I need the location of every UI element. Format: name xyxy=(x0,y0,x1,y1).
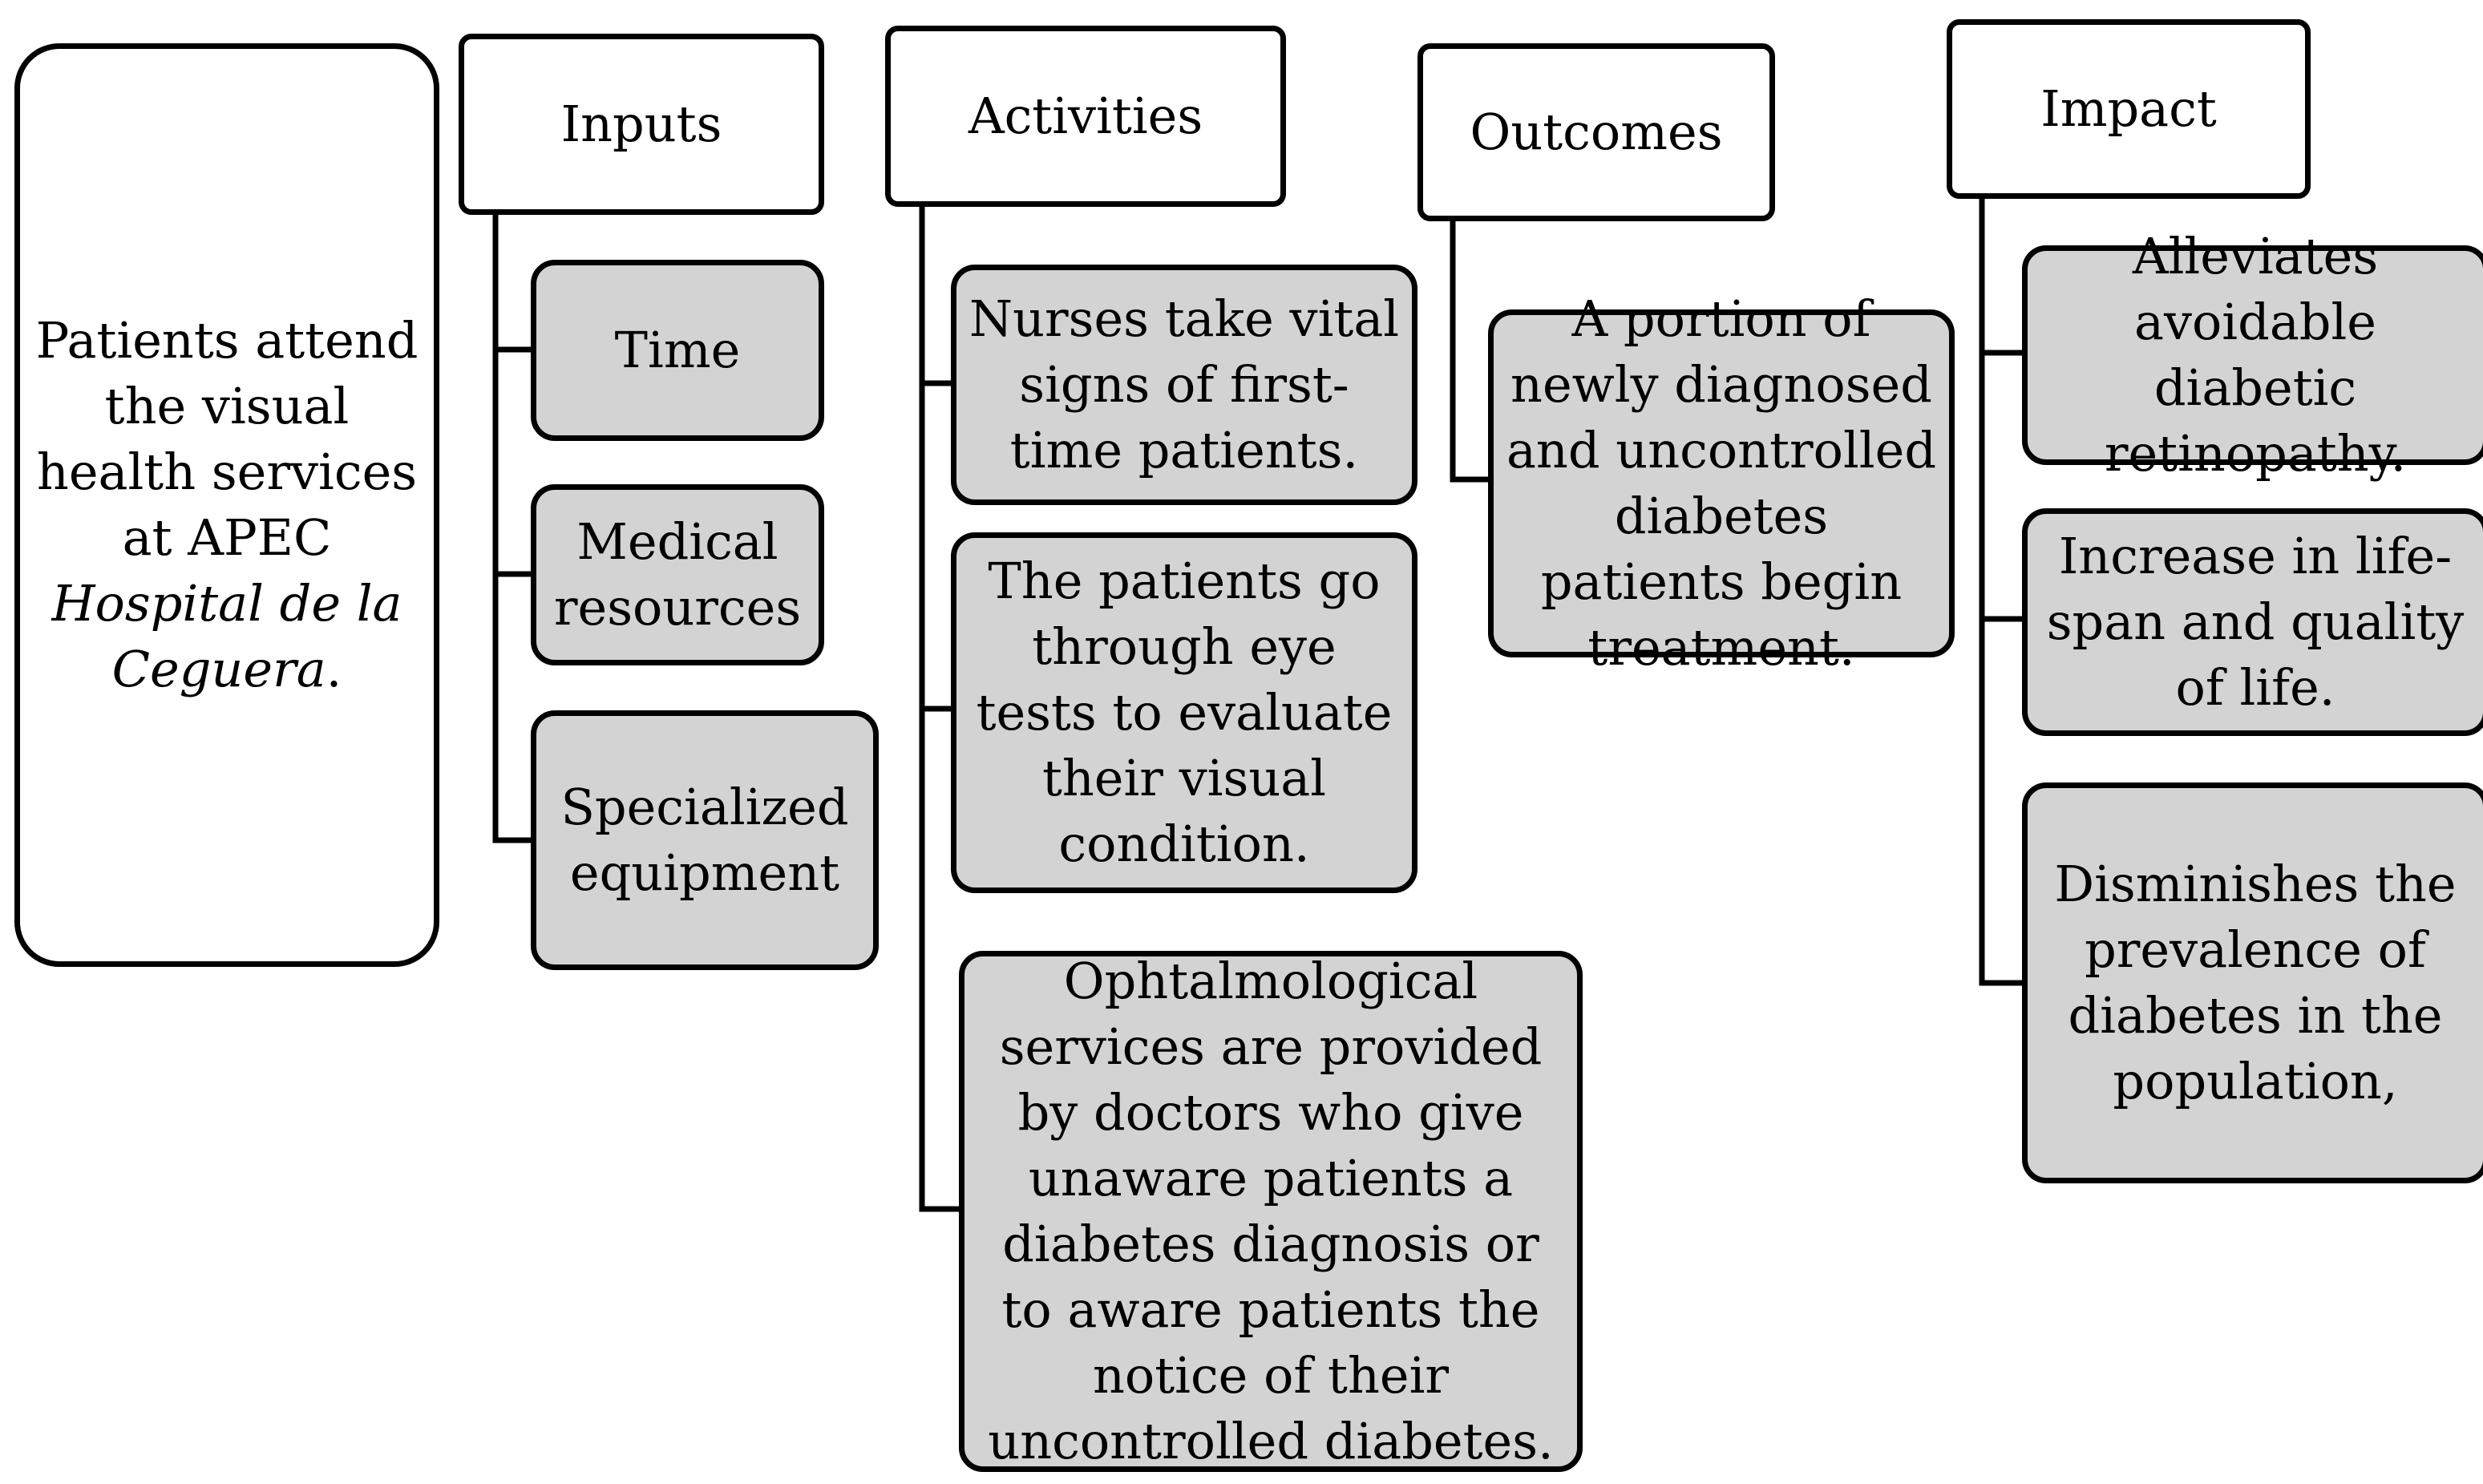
impact-header-label: Impact xyxy=(2040,79,2217,138)
outcomes-header-label: Outcomes xyxy=(1470,103,1723,161)
impact-item-label: Alleviates avoidable diabetic retinopath… xyxy=(2104,227,2407,483)
inputs-item-label: Time xyxy=(614,321,741,379)
impact-item-retinopathy: Alleviates avoidable diabetic retinopath… xyxy=(2022,227,2483,483)
impact-item-diabetes-prevalence: Disminishes the prevalence of diabetes i… xyxy=(2022,782,2483,1183)
activities-header-label: Activities xyxy=(968,87,1203,145)
activities-item-ophthalmological-services: Ophtalmological services are provided by… xyxy=(959,951,1583,1472)
outcomes-item-label: A portion of newly diagnosed and uncontr… xyxy=(1506,289,1937,677)
intro-text: Patients attend the visual health servic… xyxy=(35,311,419,698)
inputs-item-time: Time xyxy=(531,260,824,441)
activities-header: Activities xyxy=(885,26,1286,207)
activities-item-label: Ophtalmological services are provided by… xyxy=(988,952,1554,1470)
impact-header: Impact xyxy=(1947,19,2311,199)
inputs-item-specialized-equipment: Specialized equipment xyxy=(531,710,879,970)
activities-item-eye-tests: The patients go through eye tests to eva… xyxy=(951,532,1417,893)
activities-item-label: The patients go through eye tests to eva… xyxy=(976,552,1393,873)
impact-item-label: Increase in life-span and quality of lif… xyxy=(2046,527,2465,717)
inputs-header-label: Inputs xyxy=(560,95,722,153)
activities-item-vital-signs: Nurses take vital signs of first-time pa… xyxy=(951,265,1417,505)
impact-item-life-span: Increase in life-span and quality of lif… xyxy=(2022,508,2483,736)
outcomes-header: Outcomes xyxy=(1417,43,1775,221)
inputs-item-medical-resources: Medical resources xyxy=(531,484,824,665)
inputs-item-label: Specialized equipment xyxy=(560,778,849,902)
inputs-item-label: Medical resources xyxy=(553,512,802,637)
activities-item-label: Nurses take vital signs of first-time pa… xyxy=(969,289,1400,479)
intro-box: Patients attend the visual health servic… xyxy=(14,43,439,967)
outcomes-item-treatment: A portion of newly diagnosed and uncontr… xyxy=(1488,289,1955,677)
intro-hospital-name: Hospital de la Ceguera xyxy=(51,574,402,698)
inputs-header: Inputs xyxy=(459,34,824,215)
impact-item-label: Disminishes the prevalence of diabetes i… xyxy=(2054,855,2457,1110)
